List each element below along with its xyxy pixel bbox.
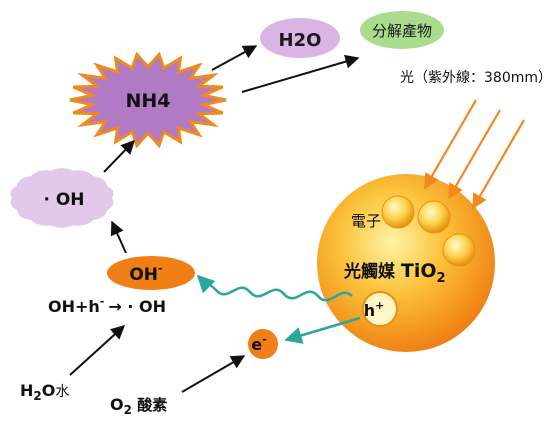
nh4-node: NH4 [69, 51, 227, 149]
electron-node: e- [248, 329, 278, 359]
electron-ball-3 [442, 233, 476, 267]
catalyst-label: 光觸媒 TiO2 [343, 260, 446, 286]
nh4-burst [69, 51, 227, 149]
electron-transfer-arrow [284, 316, 361, 344]
electron-label: 電子 [351, 212, 381, 230]
light-arrow-1 [424, 99, 477, 190]
oh-radical-cloud [10, 168, 114, 228]
arrow-oh-to-nh4 [103, 139, 135, 173]
hole-label: h+ [364, 299, 385, 320]
flow-arrows [69, 45, 360, 393]
products-label: 分解產物 [372, 22, 432, 40]
reaction-formula: OH+h-→ · OH [48, 295, 166, 316]
oh-minus-node: OH- [107, 256, 195, 290]
tio2-sphere: 電子 光觸媒 TiO2 h+ [317, 174, 495, 352]
arrow-nh4-to-h2o [211, 45, 258, 71]
oh-minus-label: OH- [129, 262, 162, 285]
electron-ball-2 [417, 200, 451, 234]
h2o-label: H2O [279, 30, 322, 51]
oh-minus-bubble [107, 256, 195, 290]
water-label: H2O水 [20, 381, 69, 403]
products-bubble [360, 11, 444, 49]
arrow-ohminus-to-oh [110, 220, 127, 254]
electron-node-label: e- [251, 333, 266, 354]
light-arrow-2 [448, 109, 501, 200]
nh4-label: NH4 [125, 90, 170, 112]
hole-ball [362, 291, 398, 327]
electron-ball-1 [381, 195, 415, 229]
light-label: 光（紫外線：380mm） [400, 70, 550, 86]
energy-wave-arrow [196, 274, 353, 302]
h2o-bubble [260, 18, 340, 58]
light-arrow-3 [472, 119, 525, 210]
products-node: 分解產物 [360, 11, 444, 49]
tio2-sphere-body [317, 174, 495, 352]
oh-radical-label: · OH [43, 190, 84, 210]
arrow-water-to-reaction [69, 325, 126, 376]
light-arrows [424, 99, 525, 210]
arrow-oxygen-to-electron [181, 355, 246, 393]
h2o-node: H2O [260, 18, 340, 58]
oxygen-label: O2 酸素 [110, 395, 167, 417]
electron-circle [248, 329, 278, 359]
oh-radical-node: · OH [10, 168, 114, 228]
arrow-nh4-to-products [241, 54, 360, 93]
